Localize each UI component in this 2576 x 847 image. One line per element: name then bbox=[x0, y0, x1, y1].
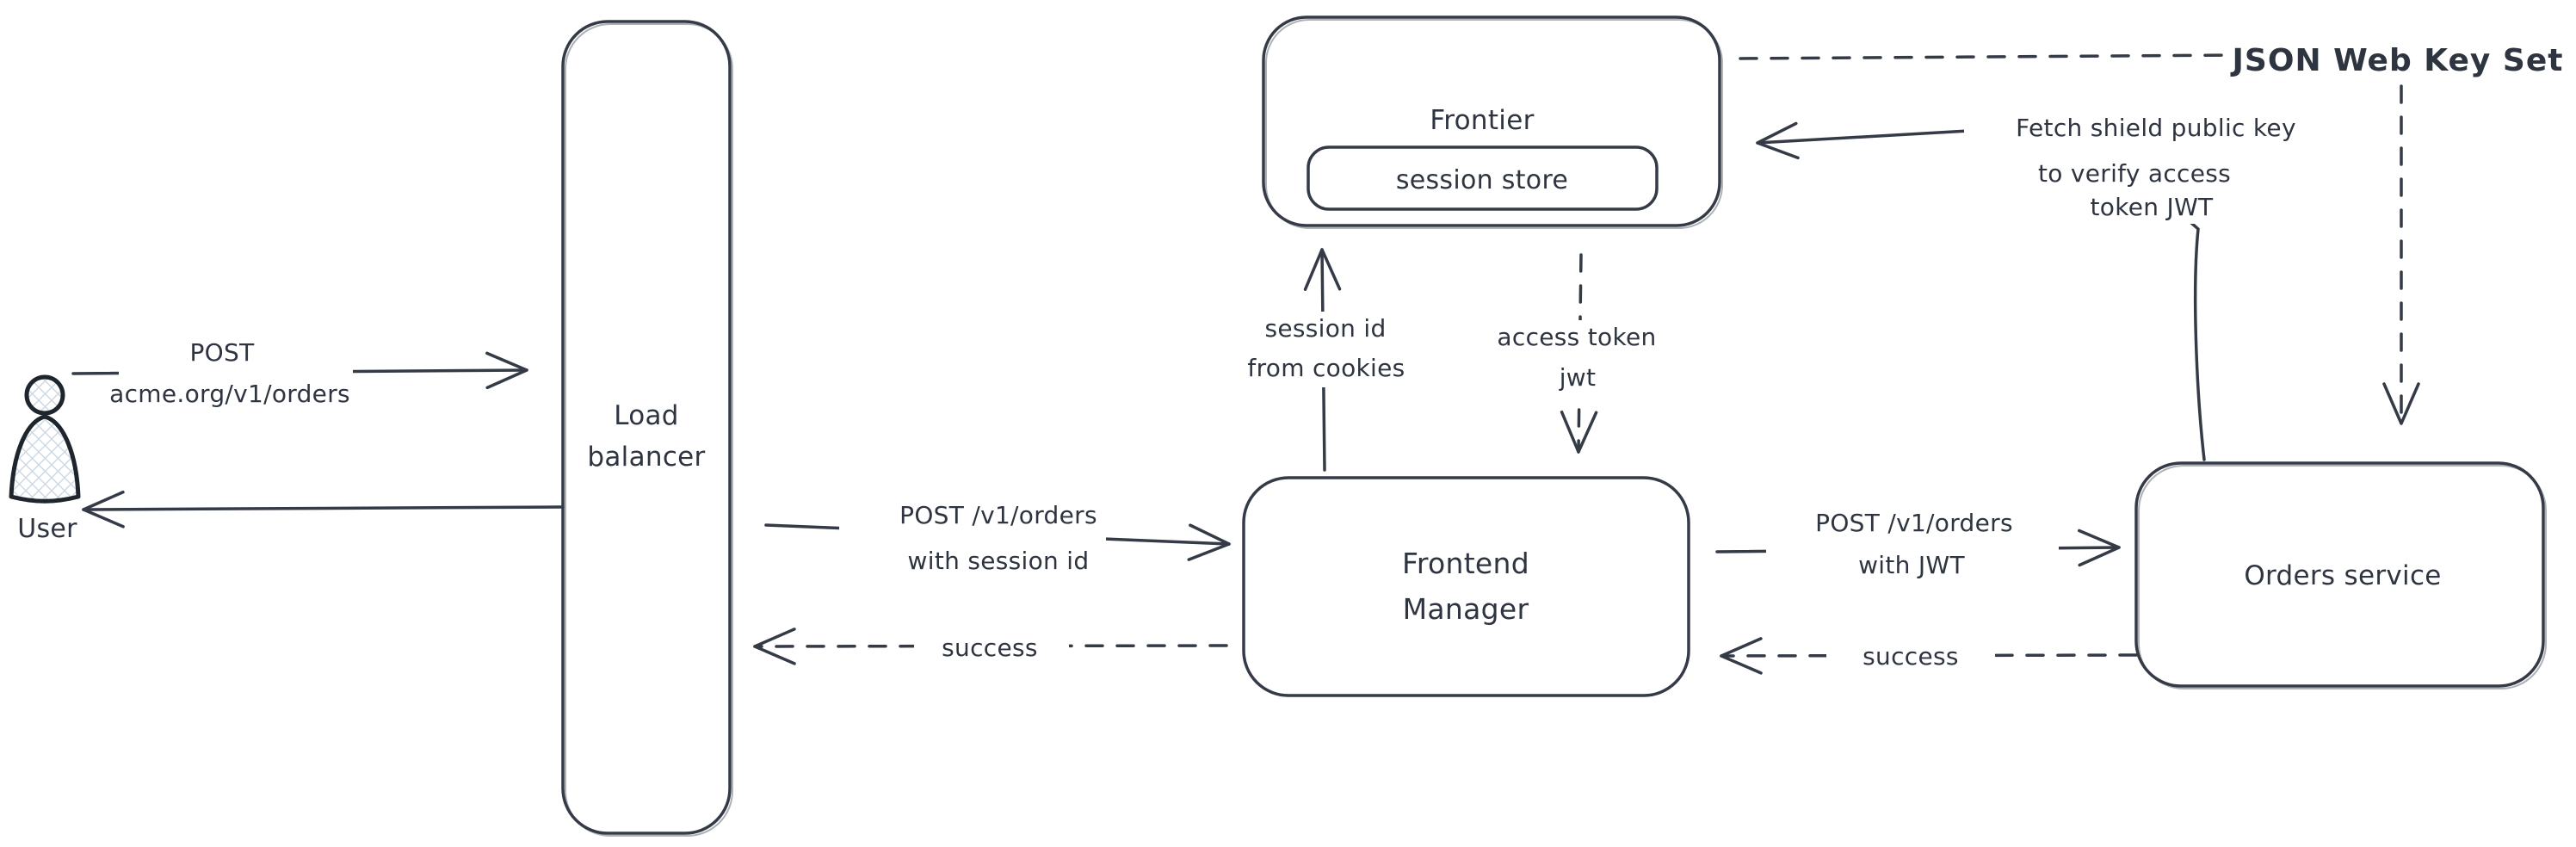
svg-text:with session id: with session id bbox=[908, 547, 1090, 575]
label-post-acme-orders: POST acme.org/v1/orders bbox=[109, 338, 350, 408]
session-store-label: session store bbox=[1396, 165, 1568, 195]
arrow-load-balancer-to-user bbox=[82, 491, 565, 529]
user-body-icon bbox=[9, 414, 81, 504]
label-success-right: success bbox=[1863, 642, 1959, 671]
orders-service-label: Orders service bbox=[2244, 560, 2441, 591]
label-post-orders-jwt: POST /v1/orders with JWT bbox=[1815, 509, 2013, 579]
user-head-icon bbox=[24, 374, 65, 416]
frontier-node: Frontier session store bbox=[1262, 15, 1723, 229]
svg-text:access token: access token bbox=[1497, 323, 1656, 351]
arrow-orders-service-to-frontend-manager bbox=[1720, 637, 2138, 675]
svg-text:acme.org/v1/orders: acme.org/v1/orders bbox=[109, 380, 350, 408]
session-store-node: session store bbox=[1307, 145, 1659, 211]
frontend-manager-node: Frontend Manager bbox=[1242, 476, 1690, 697]
jwks-label: JSON Web Key Set bbox=[2230, 43, 2564, 78]
line-frontier-to-jwks bbox=[1739, 53, 2233, 60]
frontend-manager-label-line2: Manager bbox=[1403, 592, 1529, 626]
svg-text:POST /v1/orders: POST /v1/orders bbox=[1815, 509, 2013, 537]
label-post-orders-session-id: POST /v1/orders with session id bbox=[899, 501, 1097, 575]
user-label: User bbox=[17, 514, 77, 544]
svg-text:token JWT: token JWT bbox=[2091, 193, 2215, 221]
svg-text:POST /v1/orders: POST /v1/orders bbox=[899, 501, 1097, 529]
load-balancer-node: Load balancer bbox=[561, 20, 733, 837]
load-balancer-label-line1: Load bbox=[614, 400, 679, 431]
user-figure: User bbox=[9, 374, 81, 544]
label-access-token-jwt: access token jwt bbox=[1497, 323, 1656, 392]
label-success-left: success bbox=[942, 634, 1038, 662]
svg-text:jwt: jwt bbox=[1559, 363, 1597, 392]
orders-service-node: Orders service bbox=[2134, 461, 2547, 689]
svg-text:Fetch shield public key: Fetch shield public key bbox=[2016, 114, 2296, 142]
svg-text:session id: session id bbox=[1264, 314, 1386, 343]
frontend-manager-label-line1: Frontend bbox=[1402, 547, 1529, 580]
load-balancer-label-line2: balancer bbox=[587, 442, 705, 473]
frontier-label: Frontier bbox=[1430, 105, 1534, 136]
svg-text:with JWT: with JWT bbox=[1858, 551, 1965, 579]
label-fetch-shield-public-key: Fetch shield public key to verify access… bbox=[2016, 114, 2296, 221]
svg-text:to verify access: to verify access bbox=[2038, 159, 2231, 188]
svg-text:from cookies: from cookies bbox=[1247, 354, 1405, 382]
svg-text:POST: POST bbox=[189, 338, 255, 367]
label-session-id-from-cookies: session id from cookies bbox=[1247, 314, 1405, 382]
